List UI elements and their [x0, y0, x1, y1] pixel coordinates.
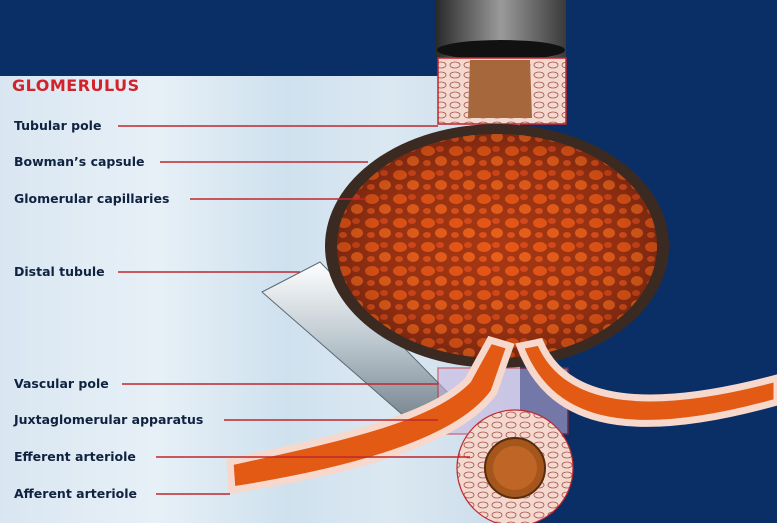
label-afferent-arteriole: Afferent arteriole: [14, 486, 137, 501]
label-distal-tubule: Distal tubule: [14, 264, 105, 279]
label-efferent-arteriole: Efferent arteriole: [14, 449, 136, 464]
label-glomerular-capillaries: Glomerular capillaries: [14, 191, 169, 206]
label-bowmans-capsule: Bowman’s capsule: [14, 154, 144, 169]
diagram-title: GLOMERULUS: [12, 76, 140, 95]
label-juxtaglomerular-apparatus: Juxtaglomerular apparatus: [14, 412, 203, 427]
label-tubular-pole: Tubular pole: [14, 118, 101, 133]
label-vascular-pole: Vascular pole: [14, 376, 109, 391]
tubular-lumen: [468, 60, 532, 118]
